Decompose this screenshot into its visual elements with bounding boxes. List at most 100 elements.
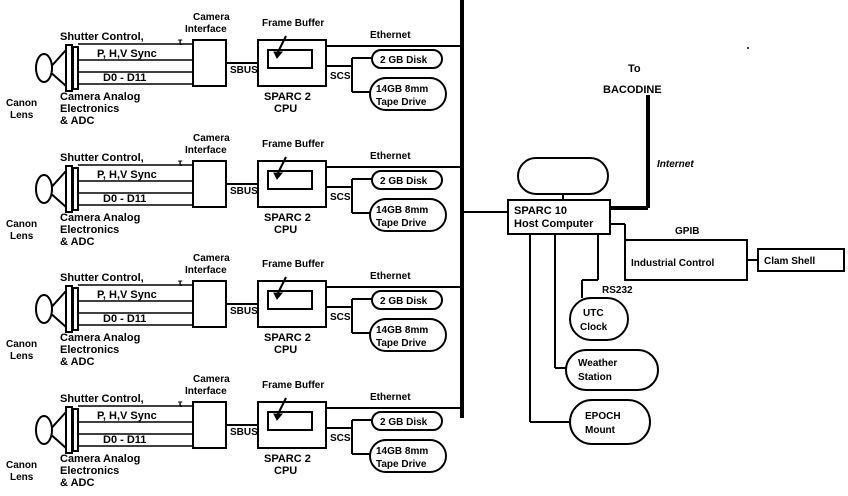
rs232-label: RS232	[602, 285, 633, 296]
tau-label: τ	[178, 278, 183, 289]
epoch-mount-box	[569, 399, 651, 445]
disk-box	[371, 49, 443, 69]
scsi-label: SCSI	[330, 312, 354, 323]
camera-sensor	[72, 167, 79, 211]
interface-label: Interface	[185, 386, 227, 397]
camera-interface-box	[192, 160, 227, 208]
electronics-label: Electronics	[60, 224, 119, 236]
adc-label: & ADC	[60, 356, 94, 368]
frame-buffer-pointer	[277, 397, 287, 415]
data-bits-label: D0 - D11	[103, 72, 146, 84]
sync-label: P, H,V Sync	[97, 169, 157, 181]
bacodine-label: BACODINE	[603, 84, 662, 96]
shutter-control-label: Shutter Control,	[60, 152, 144, 164]
sync-label: P, H,V Sync	[97, 289, 157, 301]
tape-drive-box	[369, 439, 447, 473]
interface-label: Interface	[185, 145, 227, 156]
lens-glass	[35, 294, 53, 324]
tape-size-label: 14GB 8mm	[376, 325, 428, 336]
camera-sensor	[72, 287, 79, 331]
tau-label: τ	[178, 37, 183, 48]
to-label: To	[628, 63, 641, 75]
clock-label: Clock	[580, 322, 608, 333]
camera-interface-box	[192, 401, 227, 449]
camera-interface-box	[192, 39, 227, 87]
frame-buffer-pointer	[277, 276, 287, 294]
disk-box	[371, 170, 443, 190]
ethernet-label: Ethernet	[370, 392, 411, 403]
canon-label: Canon	[6, 219, 37, 230]
adc-label: & ADC	[60, 477, 94, 489]
clam-shell-box	[757, 248, 845, 272]
utc-label: UTC	[583, 308, 604, 319]
adc-label: & ADC	[60, 236, 94, 248]
tape-drive-label: Tape Drive	[376, 338, 427, 349]
lens-label: Lens	[10, 231, 34, 242]
industrial-control-label: Industrial Control	[631, 258, 715, 269]
tape-drive-box	[369, 198, 447, 232]
electronics-label: Electronics	[60, 465, 119, 477]
host-computer-label: Host Computer	[514, 218, 594, 230]
cpu-label: CPU	[274, 344, 297, 356]
tau-label: τ	[178, 158, 183, 169]
lens-glass	[35, 53, 53, 83]
sparc2-label: SPARC 2	[264, 453, 311, 465]
tau-label: τ	[178, 399, 183, 410]
speck-mark	[747, 47, 749, 49]
adc-label: & ADC	[60, 115, 94, 127]
frame-buffer-arrowhead	[273, 51, 284, 59]
cpu-label: CPU	[274, 224, 297, 236]
sparc2-label: SPARC 2	[264, 332, 311, 344]
camera-sensor	[72, 408, 79, 452]
tape-drive-label: Tape Drive	[376, 218, 427, 229]
weather-label: Weather	[578, 358, 617, 369]
scsi-label: SCSI	[330, 192, 354, 203]
frame-buffer-label: Frame Buffer	[262, 139, 324, 150]
mount-label: Mount	[585, 425, 616, 436]
data-bits-label: D0 - D11	[103, 434, 146, 446]
sbus-label: SBUS	[230, 306, 258, 317]
disk-label: 2 GB Disk	[380, 55, 428, 66]
ethernet-label: Ethernet	[370, 30, 411, 41]
camera-label: Camera	[193, 12, 230, 23]
lens-label: Lens	[10, 472, 34, 483]
sparc2-label: SPARC 2	[264, 212, 311, 224]
camera-body	[65, 406, 73, 454]
camera-body	[65, 285, 73, 333]
weather-station-box	[565, 349, 659, 391]
tape-size-label: 14GB 8mm	[376, 84, 428, 95]
disk-box	[371, 290, 443, 310]
scsi-label: SCSI	[330, 71, 354, 82]
frame-buffer-label: Frame Buffer	[262, 18, 324, 29]
tape-drive-box	[369, 77, 447, 111]
sparc2-label: SPARC 2	[264, 91, 311, 103]
lens-label: Lens	[10, 110, 34, 121]
epoch-label: EPOCH	[585, 411, 621, 422]
ethernet-label: Ethernet	[370, 271, 411, 282]
interface-label: Interface	[185, 24, 227, 35]
data-bits-label: D0 - D11	[103, 313, 146, 325]
tape-drive-label: Tape Drive	[376, 459, 427, 470]
tape-drive-label: Tape Drive	[376, 97, 427, 108]
frame-buffer-arrowhead	[273, 172, 284, 180]
disk-label: 2 GB Disk	[380, 417, 428, 428]
tape-size-label: 14GB 8mm	[376, 205, 428, 216]
camera-interface-box	[192, 280, 227, 328]
disk-label: 2 GB Disk	[380, 296, 428, 307]
sparc10-label: SPARC 10	[514, 205, 567, 217]
sync-label: P, H,V Sync	[97, 410, 157, 422]
camera-body	[65, 44, 73, 92]
tape-drive-box	[369, 318, 447, 352]
clam-shell-label: Clam Shell	[764, 256, 815, 267]
frame-buffer-pointer	[277, 156, 287, 174]
frame-buffer-label: Frame Buffer	[262, 259, 324, 270]
camera-analog-label: Camera Analog	[60, 453, 140, 465]
interface-label: Interface	[185, 265, 227, 276]
ethernet-label: Ethernet	[370, 151, 411, 162]
disk-box	[371, 411, 443, 431]
frame-buffer-label: Frame Buffer	[262, 380, 324, 391]
